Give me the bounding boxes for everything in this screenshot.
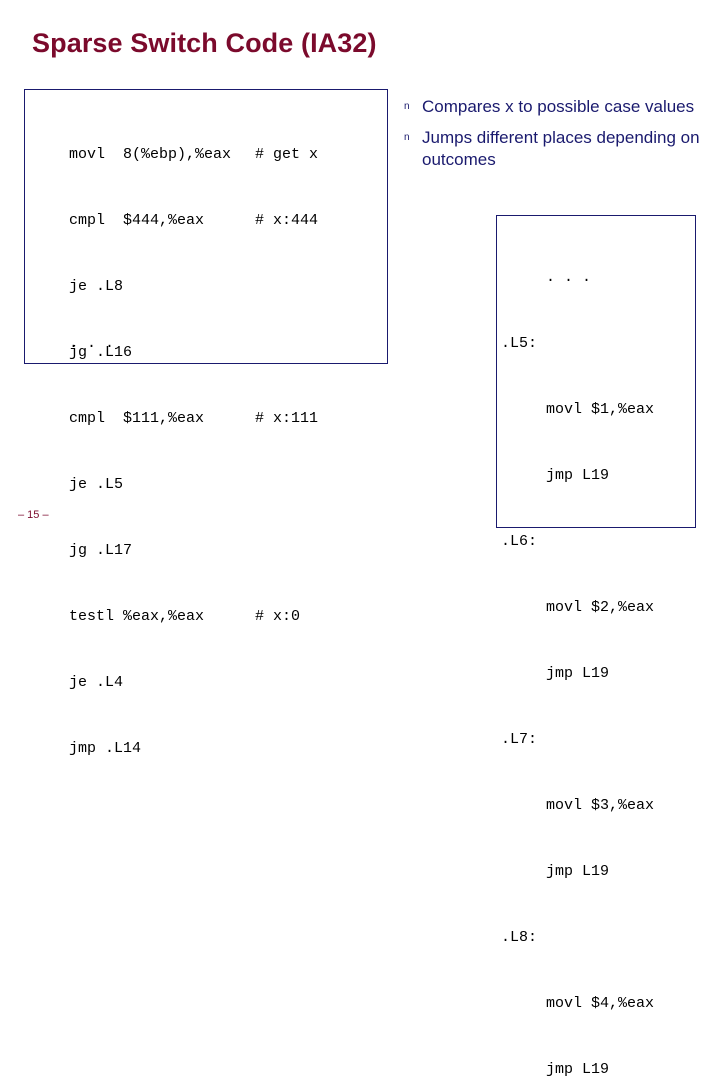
bullet-text: Jumps different places depending on outc… xyxy=(422,128,700,169)
list-item: n Compares x to possible case values xyxy=(404,96,704,118)
code-instruction: jmp .L14 xyxy=(69,740,142,757)
code-line: movl 8(%ebp),%eax # get x xyxy=(69,144,318,166)
code-line: jg .L16 xyxy=(69,342,318,364)
code-instruction: jg .L17 xyxy=(69,542,133,559)
code-line: jmp L19 xyxy=(501,863,610,880)
left-code-ellipsis: . . . xyxy=(69,335,115,352)
code-line: testl %eax,%eax # x:0 xyxy=(69,606,318,628)
code-line: jmp .L14 xyxy=(69,738,318,760)
code-line: movl $4,%eax xyxy=(501,995,655,1012)
code-instruction: je .L5 xyxy=(69,476,124,493)
code-instruction: je .L4 xyxy=(69,674,124,691)
code-comment: # x:111 xyxy=(255,410,319,427)
code-line: jmp L19 xyxy=(501,1061,610,1078)
code-line: . . . xyxy=(501,269,592,286)
code-instruction: je .L8 xyxy=(69,278,124,295)
code-line: cmpl $444,%eax # x:444 xyxy=(69,210,318,232)
code-line: .L7: xyxy=(501,731,538,748)
code-instruction: cmpl $111,%eax xyxy=(69,410,205,427)
right-code-listing: . . . .L5: movl $1,%eax jmp L19 .L6: mov… xyxy=(501,223,654,1080)
code-comment: # x:0 xyxy=(255,608,301,625)
right-code-box: . . . .L5: movl $1,%eax jmp L19 .L6: mov… xyxy=(496,215,696,1078)
code-line: je .L5 xyxy=(69,474,318,496)
code-instruction: movl 8(%ebp),%eax xyxy=(69,146,232,163)
code-line: .L5: xyxy=(501,335,538,352)
code-line: jmp L19 xyxy=(501,467,610,484)
code-instruction: jg .L16 xyxy=(69,344,133,361)
code-line: cmpl $111,%eax # x:111 xyxy=(69,408,318,430)
left-code-box: movl 8(%ebp),%eax # get x cmpl $444,%eax #… xyxy=(24,89,388,757)
code-line: .L6: xyxy=(501,533,538,550)
left-code-listing: movl 8(%ebp),%eax # get x cmpl $444,%eax #… xyxy=(69,100,318,804)
code-line: movl $3,%eax xyxy=(501,797,655,814)
page-number: – 15 – xyxy=(18,509,49,521)
bullet-text: Compares x to possible case values xyxy=(422,97,695,116)
code-line: movl $2,%eax xyxy=(501,599,655,616)
code-line: movl $1,%eax xyxy=(501,401,655,418)
code-instruction: cmpl $444,%eax xyxy=(69,212,205,229)
slide: Sparse Switch Code (IA32) movl 8(%ebp),%… xyxy=(18,28,704,1078)
code-instruction: testl %eax,%eax xyxy=(69,608,205,625)
bullet-marker-icon: n xyxy=(404,132,410,143)
bullet-marker-icon: n xyxy=(404,101,410,112)
code-line: .L8: xyxy=(501,929,538,946)
list-item: n Jumps different places depending on ou… xyxy=(404,127,704,171)
code-line: je .L4 xyxy=(69,672,318,694)
code-line: je .L8 xyxy=(69,276,318,298)
code-comment: # x:444 xyxy=(255,212,319,229)
code-comment: # get x xyxy=(255,146,319,163)
code-line: jg .L17 xyxy=(69,540,318,562)
code-line: jmp L19 xyxy=(501,665,610,682)
page-title: Sparse Switch Code (IA32) xyxy=(32,28,377,58)
bullet-list: n Compares x to possible case values n J… xyxy=(404,96,704,180)
